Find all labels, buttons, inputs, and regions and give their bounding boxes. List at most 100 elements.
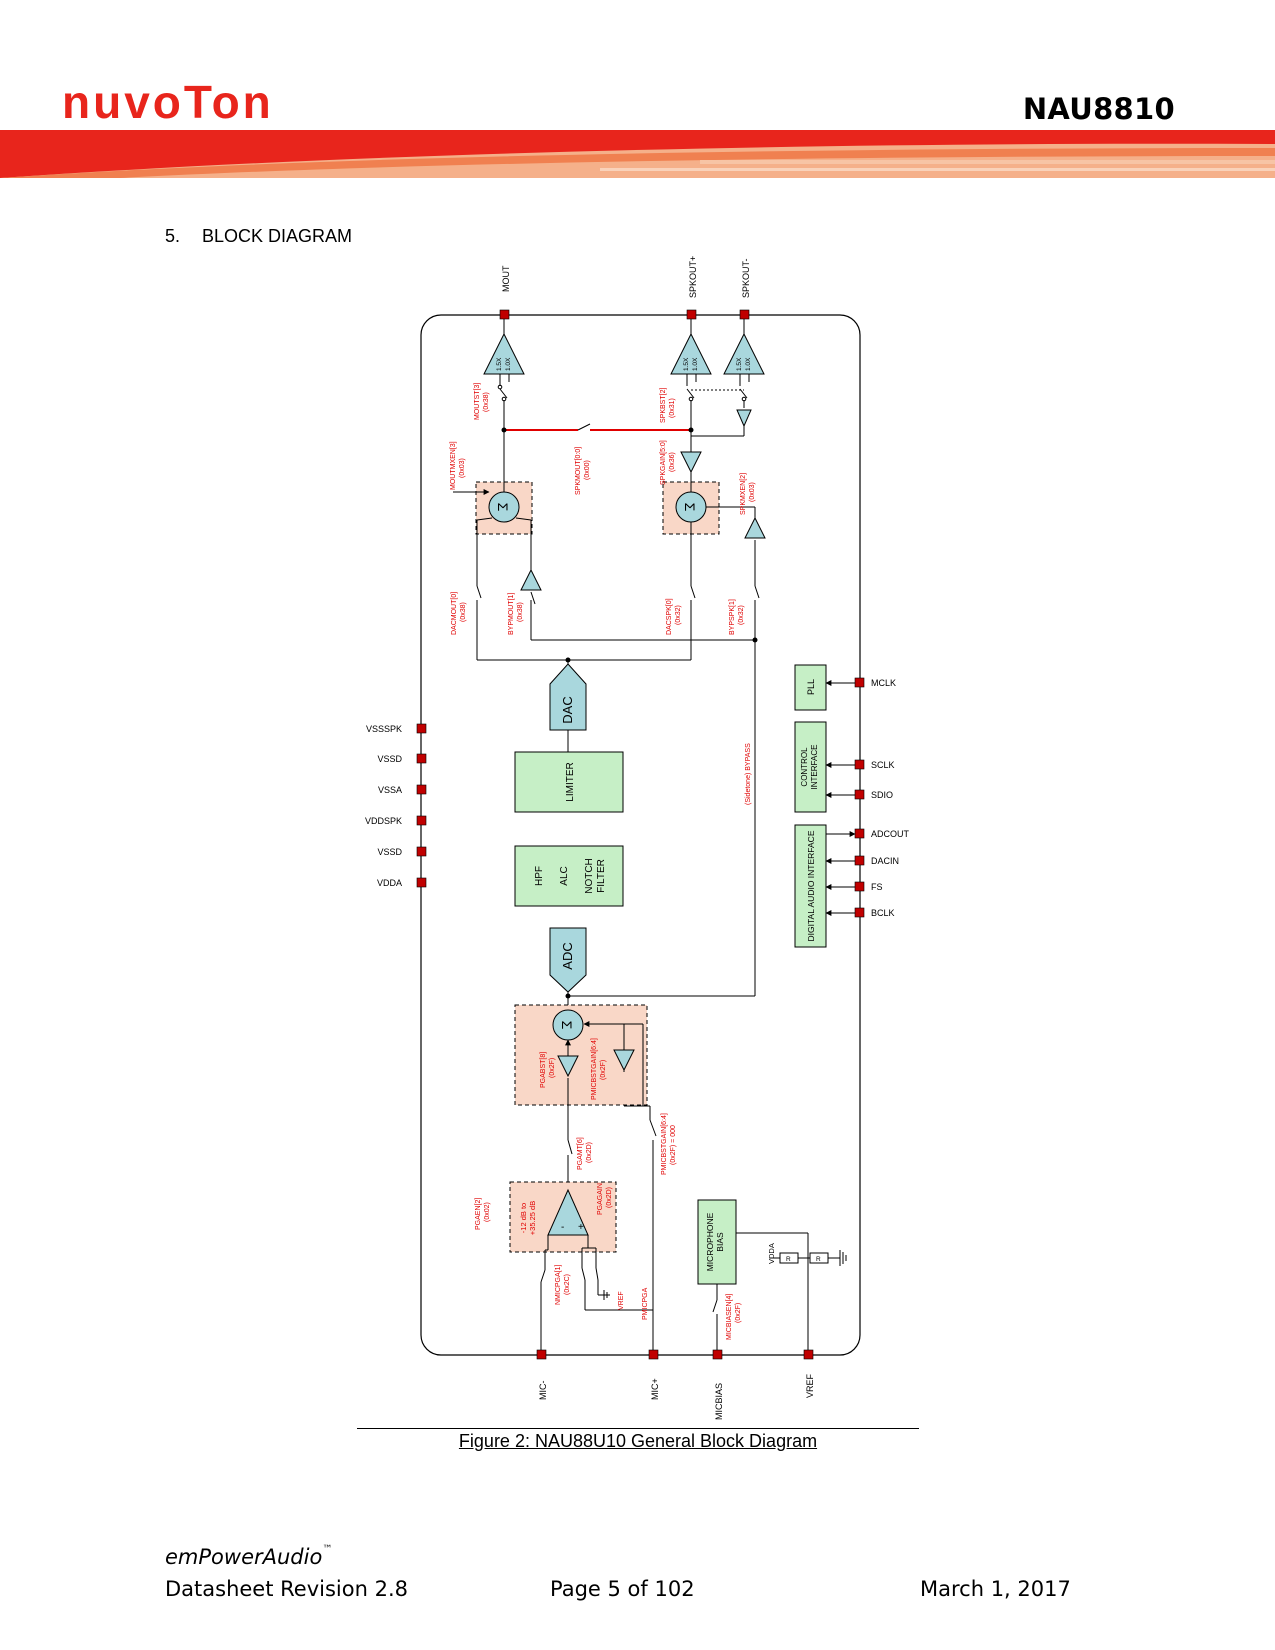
svg-text:(0x38): (0x38) (483, 392, 490, 412)
section-title: BLOCK DIAGRAM (202, 226, 353, 246)
svg-text:(0x02): (0x02) (484, 1202, 491, 1222)
footer-brand: emPowerAudio™ (165, 1544, 333, 1569)
spkgain-amplifier (680, 451, 702, 474)
footer-revision: Datasheet Revision 2.8 (165, 1577, 408, 1601)
svg-text:R: R (816, 1256, 821, 1263)
svg-text:1.0X: 1.0X (505, 357, 512, 371)
svg-text:SPKGAIN[5:0]: SPKGAIN[5:0] (660, 440, 667, 485)
micbias-routing (716, 1232, 847, 1350)
svg-text:MOUTST[3]: MOUTST[3] (474, 383, 481, 420)
part-number: NAU8810 (1022, 92, 1175, 126)
mixer-routing (453, 442, 756, 985)
svg-text:(0x2F): (0x2F) (600, 1060, 607, 1080)
svg-text:(0x38): (0x38) (460, 602, 467, 622)
svg-text:(0x32): (0x32) (675, 605, 682, 625)
svg-text:(0x2F) = 000: (0x2F) = 000 (670, 1125, 677, 1165)
svg-text:(0x38): (0x38) (517, 602, 524, 622)
svg-text:R: R (786, 1256, 791, 1263)
svg-text:DIGITAL AUDIO INTERFACE: DIGITAL AUDIO INTERFACE (806, 830, 816, 941)
svg-text:BYPMOUT[1]: BYPMOUT[1] (508, 593, 515, 635)
svg-text:Σ: Σ (682, 503, 698, 512)
svg-text:DAC: DAC (560, 696, 575, 723)
footer-date: March 1, 2017 (920, 1577, 1071, 1601)
svg-text:1.0X: 1.0X (745, 357, 752, 371)
svg-text:MICBIASEN[4]: MICBIASEN[4] (726, 1294, 733, 1340)
filter-block (514, 845, 624, 907)
svg-text:FS: FS (871, 882, 883, 892)
svg-text:(0x2C): (0x2C) (564, 1274, 571, 1295)
svg-text:BIAS: BIAS (715, 1232, 725, 1252)
pga-amplifier (547, 1188, 589, 1236)
pll-block (794, 664, 827, 711)
svg-text:VDDA: VDDA (767, 1243, 776, 1264)
adc-block (549, 927, 587, 993)
spkout-minus-amplifier: 1.5X 1.0X (723, 319, 765, 375)
svg-text:VSSD: VSSD (377, 847, 402, 857)
footer-page: Page 5 of 102 (550, 1577, 695, 1601)
svg-text:(0x03): (0x03) (749, 482, 756, 502)
svg-text:(0x2F): (0x2F) (549, 1058, 556, 1078)
limiter-block (514, 751, 624, 813)
svg-text:MOUT: MOUT (501, 265, 511, 292)
right-pins: MCLK SCLK SDIO ADCOUT DACIN FS BCLK (854, 677, 910, 918)
section-heading: 5. BLOCK DIAGRAM (165, 226, 352, 247)
svg-text:1.5X: 1.5X (736, 357, 743, 371)
pin-spkout-plus: SPKOUT+ (686, 256, 698, 320)
svg-text:PMICBSTGAIN[6:4]: PMICBSTGAIN[6:4] (661, 1113, 668, 1175)
caption-rule (357, 1428, 919, 1429)
svg-text:PGAMT[6]: PGAMT[6] (577, 1137, 584, 1170)
dac-block (549, 663, 587, 731)
svg-text:1.0X: 1.0X (692, 357, 699, 371)
svg-text:SDIO: SDIO (871, 790, 893, 800)
svg-text:VDDSPK: VDDSPK (365, 816, 402, 826)
svg-text:PMICBSTGAIN[6:4]: PMICBSTGAIN[6:4] (591, 1038, 598, 1100)
section-number: 5. (165, 226, 181, 246)
svg-text:BYPSPK[1]: BYPSPK[1] (729, 599, 736, 635)
mout-amplifier: 1.5X 1.0X (483, 319, 525, 375)
svg-text:PLL: PLL (806, 679, 816, 695)
svg-text:DACIN: DACIN (871, 856, 899, 866)
svg-text:(Sidetone) BYPASS: (Sidetone) BYPASS (745, 743, 752, 805)
svg-text:(0x03): (0x03) (459, 458, 466, 478)
svg-text:CONTROL: CONTROL (800, 747, 809, 787)
svg-text:SPKOUT+: SPKOUT+ (688, 256, 698, 298)
pin-mout: MOUT (499, 265, 511, 320)
svg-text:PGABST[8]: PGABST[8] (540, 1052, 547, 1088)
chip-outline (420, 314, 861, 1356)
svg-text:LIMITER: LIMITER (565, 762, 576, 801)
svg-text:BCLK: BCLK (871, 908, 895, 918)
svg-text:ADCOUT: ADCOUT (871, 829, 910, 839)
svg-text:MICBIAS: MICBIAS (714, 1383, 724, 1420)
svg-text:1.5X: 1.5X (496, 357, 503, 371)
svg-text:(0x2D): (0x2D) (606, 1187, 613, 1208)
figure-caption: Figure 2: NAU88U10 General Block Diagram (458, 1431, 818, 1451)
svg-text:NMICPGA[1]: NMICPGA[1] (555, 1264, 562, 1305)
register-labels: MOUTST[3] (0x38) MOUTMXEN[3] (0x03) SPKM… (450, 383, 756, 1340)
svg-text:(0x2F): (0x2F) (735, 1303, 742, 1323)
svg-text:-: - (561, 1222, 564, 1233)
spkout-plus-amplifier: 1.5X 1.0X (670, 319, 712, 375)
svg-text:MIC-: MIC- (538, 1381, 548, 1401)
bypmout-amplifier (520, 568, 542, 591)
bypspk-amplifier (744, 516, 766, 539)
svg-text:ALC: ALC (559, 866, 570, 885)
svg-text:PGAEN[2]: PGAEN[2] (475, 1198, 482, 1230)
pmicbst-amplifier (613, 1049, 635, 1072)
svg-text:VSSSPK: VSSSPK (366, 724, 402, 734)
svg-text:VREF: VREF (618, 1291, 625, 1310)
svg-text:NOTCH: NOTCH (584, 858, 595, 894)
svg-text:(0x2D): (0x2D) (586, 1142, 593, 1163)
svg-text:VSSD: VSSD (377, 754, 402, 764)
svg-text:SCLK: SCLK (871, 760, 895, 770)
svg-text:+35.25 dB: +35.25 dB (528, 1201, 537, 1235)
svg-text:DACMOUT[0]: DACMOUT[0] (451, 592, 458, 635)
inverter (736, 409, 752, 428)
svg-text:MIC+: MIC+ (650, 1378, 660, 1400)
bottom-pins: MIC- MIC+ MICBIAS VREF (536, 1349, 815, 1420)
svg-text:PGAGAIN: PGAGAIN (597, 1183, 604, 1215)
svg-text:SPKMOUT[0:0]: SPKMOUT[0:0] (575, 447, 582, 495)
svg-text:SPKMXEN[2]: SPKMXEN[2] (740, 473, 747, 515)
svg-text:SPKBST[2]: SPKBST[2] (660, 388, 667, 423)
microphone-bias-block (697, 1199, 737, 1285)
svg-text:VDDA: VDDA (377, 878, 402, 888)
